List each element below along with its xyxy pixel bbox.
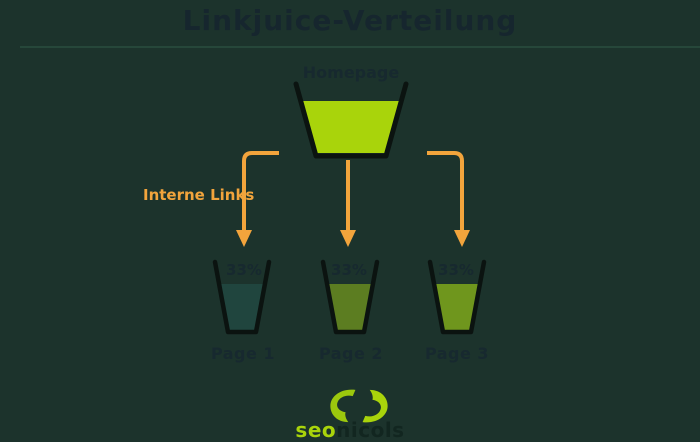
- logo-s-left-shape: [330, 389, 356, 423]
- logo-s-icon: [330, 389, 388, 423]
- page2-label: Page 2: [318, 344, 384, 363]
- logo-s-right-shape: [362, 389, 388, 423]
- page3-glass-fill: [434, 284, 480, 330]
- page3-percent-label: 33%: [438, 261, 474, 279]
- logo-text: seonicols: [295, 418, 404, 442]
- page-title: Linkjuice-Verteilung: [182, 4, 518, 37]
- page1-label: Page 1: [210, 344, 276, 363]
- homepage-glass-fill: [301, 101, 401, 153]
- page2-glass-outline: [320, 259, 380, 335]
- homepage-label: Homepage: [302, 63, 400, 82]
- page3-glass-outline: [427, 259, 487, 335]
- arrow-middle-head-icon: [340, 230, 356, 247]
- page2-glass-fill: [327, 284, 373, 330]
- interne-links-label: Interne Links: [143, 186, 255, 204]
- page1-glass-outline: [212, 259, 272, 335]
- logo-text-primary: seo: [295, 418, 337, 442]
- page3-label: Page 3: [424, 344, 490, 363]
- title-divider: [20, 46, 700, 48]
- arrow-left-head-icon: [236, 230, 252, 247]
- logo-text-secondary: nicols: [336, 418, 405, 442]
- page1-glass-fill: [219, 284, 265, 330]
- arrow-right-icon: [427, 151, 464, 232]
- page2-percent-label: 33%: [331, 261, 367, 279]
- page1-percent-label: 33%: [226, 261, 262, 279]
- arrow-left-icon: [242, 151, 279, 232]
- homepage-glass-outline: [293, 81, 409, 159]
- arrow-right-head-icon: [454, 230, 470, 247]
